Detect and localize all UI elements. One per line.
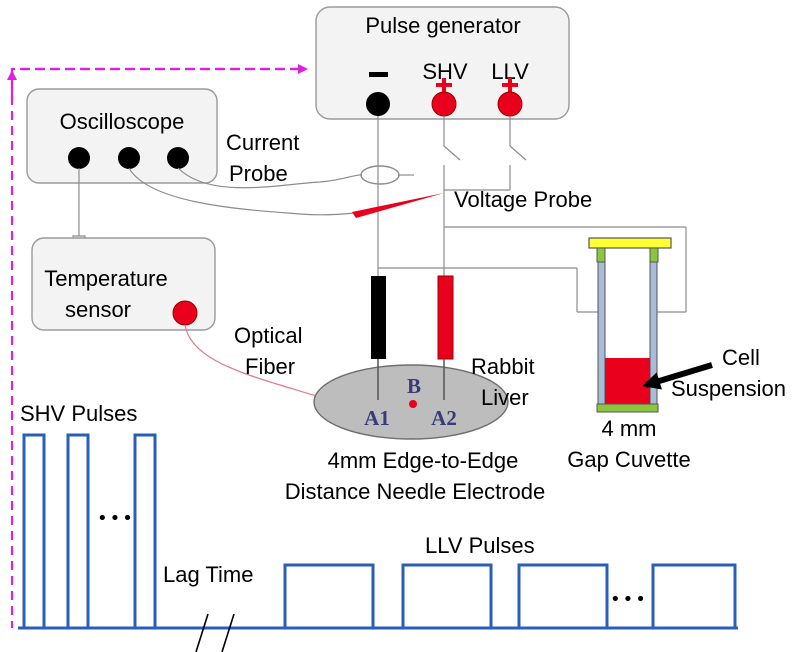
llv-pulse <box>401 563 493 628</box>
temperature-sensor-line1: Temperature <box>44 266 168 291</box>
shv-pulse <box>66 433 90 628</box>
negative-terminal <box>366 92 390 116</box>
cuvette <box>588 237 672 413</box>
oscilloscope-title: Oscilloscope <box>60 109 185 134</box>
point-b-label: B <box>407 374 421 398</box>
channel-2-port <box>118 147 140 169</box>
llv-pulse <box>517 563 609 628</box>
llv-pulses-label: LLV Pulses <box>425 533 535 558</box>
optical-fiber-label-line2: Fiber <box>245 354 295 379</box>
llv-terminal <box>497 91 523 117</box>
cell-arrow-icon <box>642 362 713 390</box>
probe-cables <box>72 165 444 249</box>
liver-label-line2: Liver <box>481 385 529 410</box>
pulse-generator: Pulse generator SHV LLV <box>315 6 570 120</box>
feedback-arrow <box>6 64 308 628</box>
shv-ellipsis: ••• <box>97 508 135 529</box>
channel-3-port <box>167 147 189 169</box>
cuvette-label-line1: 4 mm <box>602 416 657 441</box>
electrode-label-line1: 4mm Edge-to-Edge <box>328 448 519 473</box>
llv-ellipsis: ••• <box>610 589 648 610</box>
shv-pulse <box>22 433 46 628</box>
cell-suspension <box>605 358 650 404</box>
needle-electrodes <box>371 275 454 400</box>
point-b-marker <box>409 400 417 408</box>
current-probe-label-line1: Current <box>226 130 299 155</box>
shv-pulses-label: SHV Pulses <box>20 401 137 426</box>
pulse-generator-title: Pulse generator <box>365 13 520 38</box>
temperature-sensor-line2: sensor <box>65 297 131 322</box>
cuvette-label-line2: Gap Cuvette <box>567 447 691 472</box>
point-a2-label: A2 <box>431 406 457 430</box>
temperature-sensor: Temperature sensor <box>31 237 216 331</box>
liver-label-line1: Rabbit <box>471 354 535 379</box>
plus-sign-icon <box>436 78 452 92</box>
voltage-probe-label: Voltage Probe <box>454 187 592 212</box>
channel-1-port <box>68 147 90 169</box>
plus-sign-icon <box>502 78 518 92</box>
lag-time-label: Lag Time <box>163 562 254 587</box>
fiber-port <box>172 300 198 326</box>
optical-fiber-label-line1: Optical <box>234 323 302 348</box>
electrode-label-line2: Distance Needle Electrode <box>285 479 545 504</box>
oscilloscope: Oscilloscope <box>26 88 218 184</box>
current-probe-label-line2: Probe <box>229 161 288 186</box>
shv-pulse <box>133 433 157 628</box>
point-a1-label: A1 <box>364 406 390 430</box>
axis-break-mark <box>195 613 209 652</box>
llv-pulse <box>283 563 375 628</box>
rabbit-liver: B A1 A2 <box>313 364 509 440</box>
circuit-wiring <box>377 116 687 313</box>
axis-break-mark <box>221 613 235 652</box>
minus-sign-icon <box>369 72 388 77</box>
pulse-train <box>18 433 738 652</box>
cuvette-electrode-left <box>597 261 606 405</box>
shv-terminal <box>431 91 457 117</box>
voltage-probe-tip <box>352 193 444 218</box>
current-probe-coil <box>360 165 400 185</box>
cell-label-line1: Cell <box>722 345 760 370</box>
llv-pulse <box>651 563 737 628</box>
cell-label-line2: Suspension <box>671 376 786 401</box>
cuvette-cap <box>588 237 672 249</box>
